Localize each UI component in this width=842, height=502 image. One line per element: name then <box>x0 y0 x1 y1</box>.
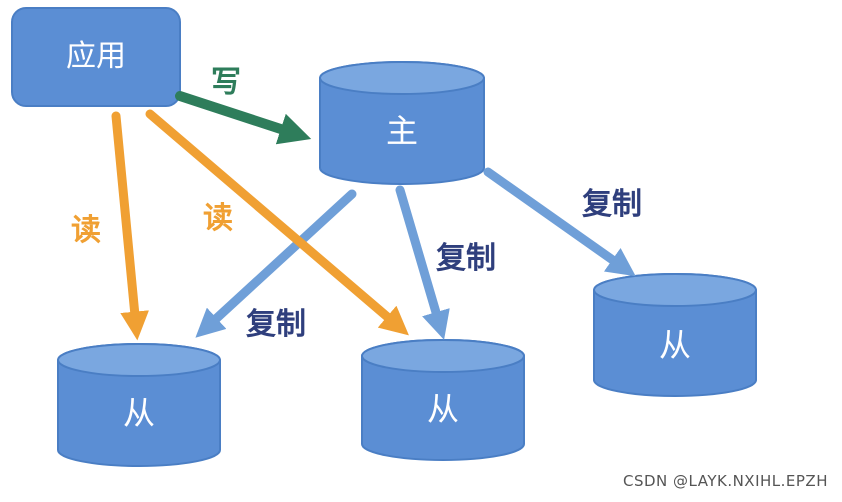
master-node: 主 <box>319 61 485 185</box>
replicate-middle-arrow <box>395 185 450 340</box>
watermark: CSDN @LAYK.NXIHL.EPZH <box>622 472 828 490</box>
replicate-left-label: 复制 <box>246 307 306 342</box>
slave-right-node: 从 <box>593 273 757 397</box>
slave-left-node: 从 <box>57 343 221 467</box>
replicate-left-arrow <box>195 189 357 338</box>
slave-left-label: 从 <box>123 394 155 432</box>
slave-right-label: 从 <box>659 326 691 364</box>
slave-middle-node: 从 <box>361 339 525 461</box>
read-middle-label: 读 <box>203 201 233 236</box>
app-node: 应用 <box>11 7 181 107</box>
replicate-right-label: 复制 <box>582 187 642 222</box>
replicate-right-arrow <box>483 167 636 277</box>
write-arrow <box>175 91 312 145</box>
master-label: 主 <box>386 112 418 150</box>
read-middle-arrow <box>145 109 409 336</box>
read-left-arrow <box>111 111 149 341</box>
slave-middle-label: 从 <box>427 390 459 428</box>
replicate-middle-label: 复制 <box>436 241 496 276</box>
write-label: 写 <box>211 65 241 100</box>
app-label: 应用 <box>66 39 126 74</box>
read-left-label: 读 <box>71 213 101 248</box>
